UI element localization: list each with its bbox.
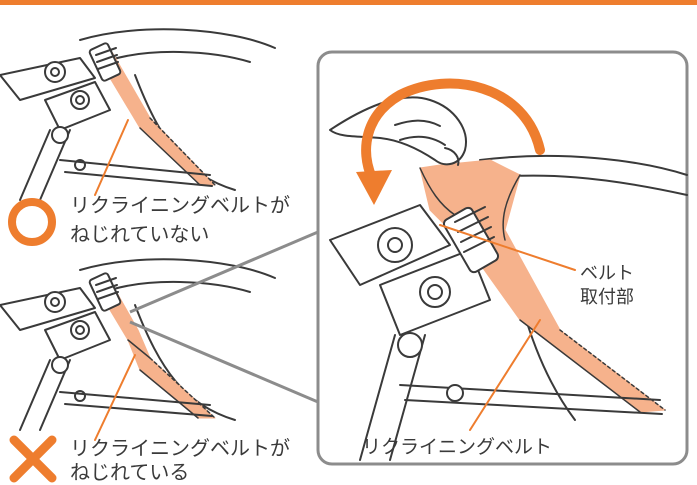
correct-illustration: [0, 28, 276, 201]
belt-mount-label-line2: 取付部: [580, 287, 634, 308]
cross-ng-icon: [9, 435, 57, 483]
twisted-label-line1: リクライニングベルトが: [70, 436, 290, 460]
zoom-illustration: [329, 96, 688, 461]
curved-arrow-icon: [356, 78, 545, 205]
belt-mount-label-line1: ベルト: [580, 263, 634, 284]
correct-label-line2: ねじれていない: [70, 222, 210, 246]
callout-lines: [129, 230, 319, 404]
reclining-belt-label: リクライニングベルト: [362, 436, 553, 458]
correct-label-line1: リクライニングベルトが: [70, 193, 290, 217]
twisted-illustration: [0, 258, 276, 441]
twisted-label-line2: ねじれている: [70, 460, 190, 484]
circle-ok-icon: [8, 198, 56, 246]
